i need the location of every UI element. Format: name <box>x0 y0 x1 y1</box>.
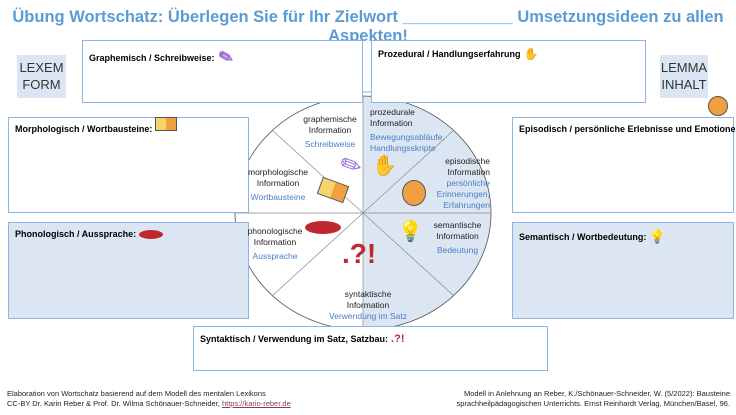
seg-line: morphologische <box>247 167 308 177</box>
punctuation-icon: .?! <box>391 333 405 345</box>
box-label: Syntaktisch / Verwendung im Satz, Satzba… <box>200 334 389 344</box>
lemma-inhalt-label: LEMMA INHALT <box>660 55 708 98</box>
label-line: LEXEM <box>19 60 64 75</box>
seg-line: Information <box>308 125 352 135</box>
syntaktisch-box[interactable]: Syntaktisch / Verwendung im Satz, Satzba… <box>193 326 548 371</box>
seg-sub: Verwendung im Satz <box>329 311 407 321</box>
seg-sub: Bewegungsabläufe, <box>370 132 445 142</box>
episodisch-box[interactable]: Episodisch / persönliche Erlebnisse und … <box>512 117 736 213</box>
graphemisch-box[interactable]: Graphemisch / Schreibweise:✏ <box>82 40 363 103</box>
website-link[interactable]: https://karin-reber.de <box>221 399 291 408</box>
footer-line: sprachheilpädagogischen Unterrichts. Ern… <box>456 399 731 408</box>
head-icon <box>402 180 426 206</box>
phonologisch-box[interactable]: Phonologisch / Aussprache: <box>8 222 249 319</box>
box-label: Morphologisch / Wortbausteine: <box>15 124 153 134</box>
seg-sub: persönliche <box>446 178 490 188</box>
label-line: FORM <box>22 77 61 92</box>
footer-right: Modell in Anlehnung an Reber, K./Schönau… <box>457 389 731 409</box>
seg-line: Information <box>346 300 390 310</box>
box-label: Phonologisch / Aussprache: <box>15 229 137 239</box>
seg-line: Information <box>370 118 413 128</box>
seg-line: Information <box>436 231 479 241</box>
label-line: INHALT <box>661 77 707 92</box>
seg-line: episodische <box>445 156 490 166</box>
box-label: Episodisch / persönliche Erlebnisse und … <box>519 124 736 134</box>
seg-line: graphemische <box>303 114 357 124</box>
lightbulb-icon: 💡 <box>649 229 666 244</box>
seg-line: prozedurale <box>370 107 415 117</box>
lips-icon <box>139 229 164 239</box>
box-label: Prozedural / Handlungserfahrung <box>378 49 521 59</box>
lightbulb-icon: 💡 <box>398 221 423 243</box>
seg-sub: Schreibweise <box>304 139 356 149</box>
hand-icon: ✋ <box>523 47 539 61</box>
footer-line: Elaboration von Wortschatz basierend auf… <box>7 389 266 398</box>
lips-icon <box>305 221 341 234</box>
seg-sub: Erfahrungen <box>443 200 490 210</box>
footer-line: Modell in Anlehnung an Reber, K./Schönau… <box>463 389 730 398</box>
lexem-form-label: LEXEM FORM <box>17 55 66 98</box>
seg-line: syntaktische <box>344 289 392 299</box>
box-label: Graphemisch / Schreibweise: <box>89 52 215 63</box>
morphologisch-box[interactable]: Morphologisch / Wortbausteine: <box>8 117 249 213</box>
puzzle-icon <box>155 117 178 131</box>
label-line: LEMMA <box>660 60 708 75</box>
prozedural-box[interactable]: Prozedural / Handlungserfahrung✋ <box>371 40 646 103</box>
pencil-icon: ✏ <box>213 44 237 70</box>
seg-sub: Erinnerungen, <box>436 189 490 199</box>
seg-sub: Aussprache <box>252 251 298 261</box>
seg-sub: Bedeutung <box>436 245 479 255</box>
footer-left: Elaboration von Wortschatz basierend auf… <box>7 389 291 409</box>
seg-line: Information <box>256 178 300 188</box>
punctuation-icon: .?! <box>342 238 377 269</box>
seg-line: Information <box>447 167 490 177</box>
head-icon <box>708 96 728 116</box>
seg-sub: Handlungsskripte <box>370 143 436 153</box>
seg-line: Information <box>253 237 297 247</box>
seg-sub: Wortbausteine <box>250 192 306 202</box>
hand-icon: ✋ <box>372 155 397 177</box>
box-label: Semantisch / Wortbedeutung: <box>519 232 647 242</box>
footer-line: CC-BY Dr. Karin Reber & Prof. Dr. Wilma … <box>7 399 222 408</box>
seg-line: semantische <box>433 220 482 230</box>
semantisch-box[interactable]: Semantisch / Wortbedeutung:💡 <box>512 222 734 319</box>
seg-line: phonologische <box>247 226 303 236</box>
